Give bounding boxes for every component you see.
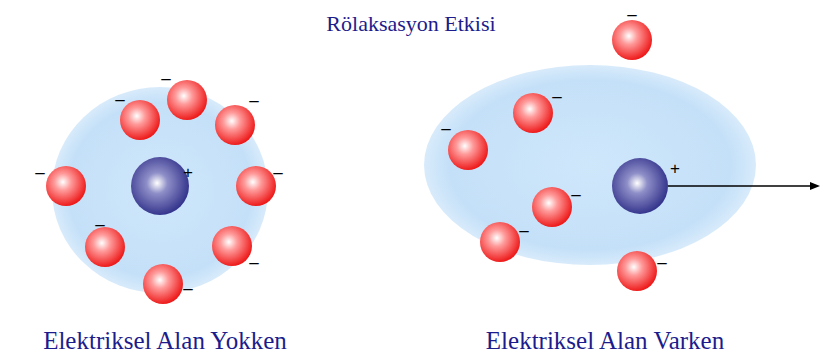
panel-caption: Elektriksel Alan Varken	[486, 328, 724, 353]
charge-sign: –	[273, 164, 282, 181]
anion-spheres	[46, 20, 657, 304]
cation-sphere	[612, 158, 668, 214]
charge-sign: +	[183, 164, 193, 181]
field-arrowhead	[810, 182, 820, 190]
charge-sign: –	[657, 254, 666, 271]
field-arrow	[668, 185, 812, 186]
ion-cloud	[424, 65, 756, 265]
charge-sign: –	[95, 216, 104, 233]
cation-sphere	[131, 157, 189, 215]
charge-sign: –	[35, 164, 44, 181]
charge-sign: +	[670, 160, 680, 177]
charge-sign: –	[627, 6, 636, 23]
charge-sign: –	[249, 92, 258, 109]
charge-sign: –	[115, 91, 124, 108]
charge-sign: –	[571, 186, 580, 203]
charge-sign: –	[161, 70, 170, 87]
panel-caption: Elektriksel Alan Yokken	[43, 328, 287, 353]
charge-sign: –	[249, 254, 258, 271]
charge-sign: –	[552, 88, 561, 105]
charge-sign: –	[519, 222, 528, 239]
diagram-title: Rölaksasyon Etkisi	[326, 13, 495, 35]
charge-sign: –	[441, 120, 450, 137]
charge-sign: –	[183, 280, 192, 297]
